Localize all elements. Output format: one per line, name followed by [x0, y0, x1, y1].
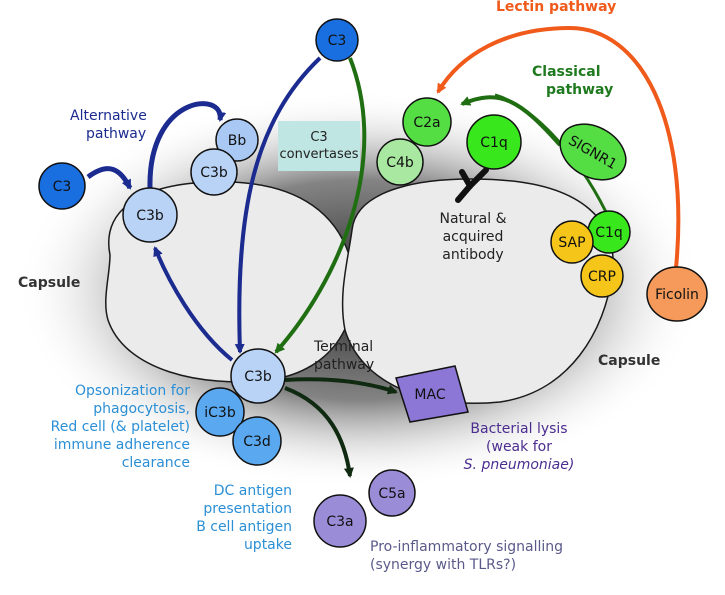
dc-antigen-label: DC antigen presentation B cell antigen u… [186, 482, 292, 554]
dc-antigen-label-line2: presentation [203, 501, 292, 517]
antibody-label-line2: acquired [442, 229, 504, 245]
svg-text:SAP: SAP [558, 235, 585, 251]
arrow-ficolin-to-c2a [436, 25, 681, 269]
node-crp[interactable]: CRP [580, 254, 624, 298]
node-c3b-alternative[interactable]: C3b [122, 187, 178, 243]
arrow-c3b-to-mac [284, 377, 398, 395]
node-ic3b[interactable]: iC3b [195, 387, 245, 437]
svg-text:Bb: Bb [228, 133, 247, 149]
svg-text:MAC: MAC [414, 387, 445, 403]
svg-text:C3: C3 [53, 179, 72, 195]
svg-text:C2a: C2a [413, 115, 440, 131]
svg-text:C3b: C3b [244, 369, 272, 385]
node-c3d[interactable]: C3d [232, 416, 282, 466]
node-mac[interactable]: MAC [395, 365, 469, 423]
dc-antigen-label-line4: uptake [243, 537, 292, 553]
arrow-c3b-to-c3a [284, 386, 354, 478]
svg-text:CRP: CRP [588, 269, 616, 285]
bacterium-right [341, 178, 614, 404]
dc-antigen-label-line1: DC antigen [213, 483, 292, 499]
lectin-pathway-label: Lectin pathway [496, 0, 617, 15]
convertases-label-line1: C3 [310, 130, 327, 145]
opsonization-label-line2: phagocytosis, [93, 401, 190, 417]
classical-pathway-label-line1: Classical [532, 64, 601, 80]
terminal-pathway-label-line1: Terminal [314, 339, 374, 355]
arrow-c3-top-to-c3b [234, 56, 322, 354]
arrow-c3b-loop-bb [147, 101, 227, 189]
opsonization-label-line4: immune adherence [53, 437, 190, 453]
node-c3a[interactable]: C3a [313, 494, 367, 548]
node-c5a[interactable]: C5a [368, 469, 416, 517]
node-sap[interactable]: SAP [550, 220, 594, 264]
bacterial-lysis-label-line2: (weak for [486, 439, 552, 455]
svg-text:C3b: C3b [200, 165, 228, 181]
node-c4b[interactable]: C4b [376, 138, 424, 186]
alternative-pathway-label-line2: pathway [86, 126, 147, 142]
opsonization-label-line1: Opsonization for [75, 383, 190, 399]
node-c3b-center[interactable]: C3b [230, 348, 286, 404]
bacterial-lysis-label-line3: S. pneumoniae) [463, 457, 575, 473]
arrow-c1q-to-classical [494, 93, 608, 213]
svg-text:C3b: C3b [136, 208, 164, 224]
opsonization-label-line3: Red cell (& platelet) [50, 419, 190, 435]
svg-text:C3: C3 [328, 33, 347, 49]
capsule-label-left: Capsule [18, 275, 81, 291]
svg-text:C4b: C4b [386, 155, 414, 171]
arrow-c3-top-to-c3b-center [274, 57, 367, 354]
proinflammatory-label: Pro-inflammatory signalling (synergy wit… [370, 538, 563, 574]
arrow-c3b-to-c3b-alt [153, 246, 234, 362]
node-ficolin[interactable]: Ficolin [646, 266, 708, 322]
antibody-icon [455, 167, 489, 203]
svg-text:C1q: C1q [595, 225, 623, 241]
terminal-pathway-label-line2: pathway [314, 357, 375, 373]
node-c3-left[interactable]: C3 [38, 162, 86, 210]
svg-text:C3a: C3a [326, 514, 353, 530]
antibody-label-line1: Natural & [439, 211, 507, 227]
node-c3b-convertase[interactable]: C3b [190, 148, 238, 196]
node-bb[interactable]: Bb [215, 118, 259, 162]
node-c2a[interactable]: C2a [402, 97, 452, 147]
opsonization-label: Opsonization for phagocytosis, Red cell … [12, 382, 190, 472]
proinflammatory-label-line2: (synergy with TLRs?) [370, 557, 517, 573]
node-c1q-bottom[interactable]: C1q [587, 210, 631, 254]
svg-text:C1q: C1q [480, 135, 508, 151]
svg-text:Ficolin: Ficolin [655, 287, 699, 303]
svg-text:C3d: C3d [243, 434, 271, 450]
arrow-c3-to-c3b-alt [86, 166, 133, 190]
node-c1q-top[interactable]: C1q [466, 114, 522, 170]
classical-pathway-label-line2: pathway [546, 82, 614, 98]
svg-text:C5a: C5a [378, 486, 405, 502]
antibody-label-line3: antibody [442, 247, 504, 263]
antibody-label: Natural & acquired antibody [428, 210, 518, 264]
node-signr1[interactable]: SIGNR1 [550, 113, 636, 191]
proinflammatory-label-line1: Pro-inflammatory signalling [370, 539, 564, 555]
capsule-label-right: Capsule [598, 353, 661, 369]
convertases-box [278, 121, 360, 171]
bacterial-lysis-label: Bacterial lysis (weak for S. pneumoniae) [454, 420, 584, 474]
convertases-label-line2: convertases [280, 147, 359, 162]
opsonization-label-line5: clearance [121, 455, 190, 471]
bacterial-lysis-label-line1: Bacterial lysis [470, 421, 568, 437]
node-c3-top[interactable]: C3 [315, 18, 359, 62]
dc-antigen-label-line3: B cell antigen [196, 519, 292, 535]
alternative-pathway-label-line1: Alternative [70, 108, 147, 124]
svg-text:iC3b: iC3b [204, 405, 236, 421]
